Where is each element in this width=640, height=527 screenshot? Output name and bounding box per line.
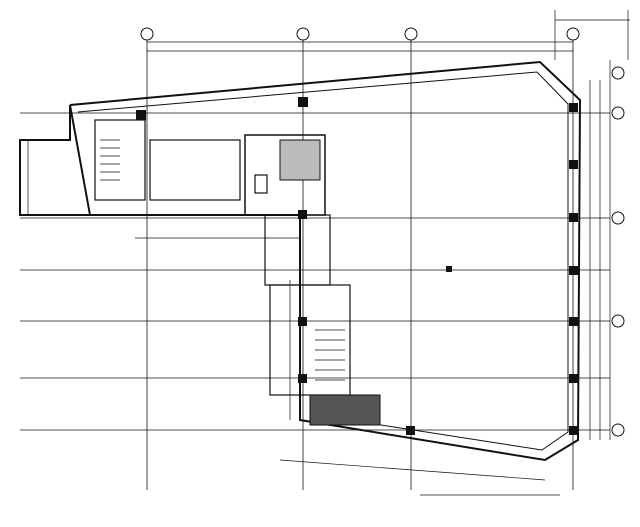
stairs xyxy=(100,139,345,381)
dimension-lines xyxy=(27,10,630,496)
building-outline xyxy=(19,60,582,462)
axis-markers xyxy=(140,27,625,437)
columns xyxy=(136,97,578,435)
core-area xyxy=(94,119,381,426)
grid-lines xyxy=(20,40,610,490)
